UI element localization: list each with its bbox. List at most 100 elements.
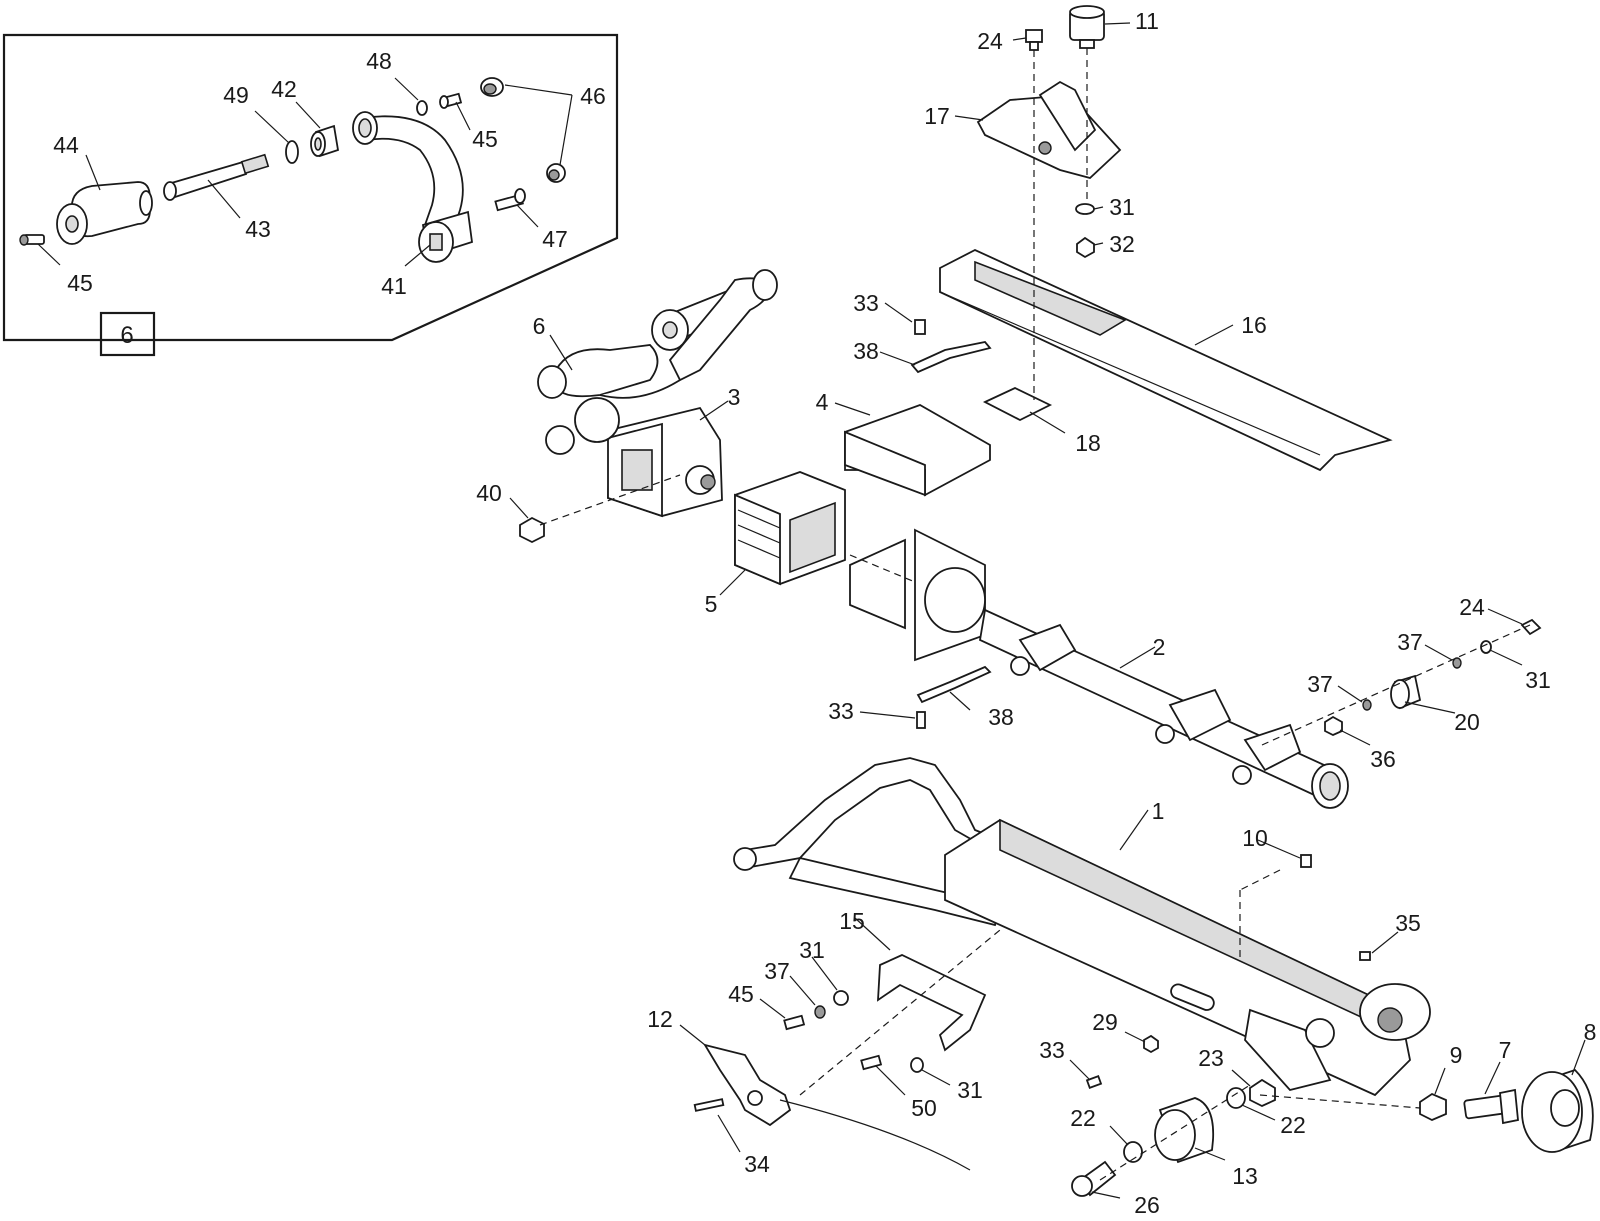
callout-31-right: 31 — [1525, 667, 1551, 693]
bracket-38-upper — [910, 341, 992, 374]
callout-2: 2 — [1153, 634, 1166, 660]
callout-45-lower: 45 — [728, 981, 754, 1007]
callout-32: 32 — [1109, 231, 1135, 257]
callout-22-right: 22 — [1280, 1112, 1306, 1138]
coupling-5 — [734, 471, 846, 586]
nut-32 — [1076, 236, 1095, 259]
callout-3: 3 — [728, 384, 741, 410]
roller-20 — [1390, 674, 1422, 710]
callout-33-mid: 33 — [828, 698, 854, 724]
bracket-15 — [876, 954, 987, 1052]
callout-4: 4 — [816, 389, 829, 415]
cover-4 — [844, 404, 991, 497]
callout-31-top: 31 — [1109, 194, 1135, 220]
callout-24-top: 24 — [977, 28, 1003, 54]
callout-49: 49 — [223, 82, 249, 108]
callout-47: 47 — [542, 226, 568, 252]
bushing-42 — [310, 124, 340, 158]
bolt-35 — [1359, 951, 1371, 961]
callout-37-mid: 37 — [1307, 671, 1333, 697]
nut-29 — [1143, 1034, 1159, 1054]
wheel-8 — [1521, 1068, 1594, 1153]
grip-44 — [56, 181, 153, 245]
washer-48 — [416, 100, 428, 116]
callout-36: 36 — [1370, 746, 1396, 772]
callout-35: 35 — [1395, 910, 1421, 936]
callout-22-left: 22 — [1070, 1105, 1096, 1131]
callout-45-upper: 45 — [472, 126, 498, 152]
bracket-38-lower — [916, 665, 992, 704]
shaft-43 — [163, 153, 270, 201]
spacer-37-mid — [1362, 699, 1372, 711]
frame-1 — [733, 757, 1431, 1097]
detail-frame: 6 — [2, 33, 619, 357]
callout-6: 6 — [533, 313, 546, 339]
plug-46-lower — [546, 163, 566, 183]
washer-31-top — [1075, 203, 1095, 215]
callout-41: 41 — [381, 273, 407, 299]
nut-36 — [1324, 715, 1343, 736]
callout-45-left: 45 — [67, 270, 93, 296]
bracket-10 — [1300, 854, 1312, 868]
bolt-24-right — [1520, 618, 1542, 636]
callout-23: 23 — [1198, 1045, 1224, 1071]
leader-lines — [37, 22, 1586, 1199]
ring-49 — [285, 140, 299, 164]
callout-33-top: 33 — [853, 290, 879, 316]
handle-parts-group — [19, 77, 566, 263]
callout-46: 46 — [580, 83, 606, 109]
callout-9: 9 — [1450, 1042, 1463, 1068]
callout-37-right: 37 — [1397, 629, 1423, 655]
nut-23 — [1249, 1078, 1276, 1107]
spacer-37-right — [1452, 657, 1462, 669]
rail-16 — [939, 248, 1393, 472]
plate-18 — [982, 387, 1053, 422]
roller-13 — [1154, 1097, 1215, 1164]
callout-40: 40 — [476, 480, 502, 506]
callout-29: 29 — [1092, 1009, 1118, 1035]
callout-38-top: 38 — [853, 338, 879, 364]
screw-34 — [693, 1098, 725, 1112]
washer-22-left — [1123, 1141, 1143, 1163]
callout-1: 1 — [1152, 798, 1165, 824]
callout-31-lower-left: 31 — [799, 937, 825, 963]
callout-11: 11 — [1135, 8, 1159, 34]
detail-box-number: 6 — [120, 322, 133, 349]
callout-8: 8 — [1584, 1019, 1597, 1045]
mount-plate — [849, 528, 986, 662]
callout-24-right: 24 — [1459, 594, 1485, 620]
callout-13: 13 — [1232, 1163, 1258, 1189]
assembly-lines — [539, 48, 1531, 1181]
latch-17 — [976, 80, 1122, 179]
screw-45-lower — [783, 1014, 806, 1031]
plug-46-upper — [480, 77, 504, 97]
nut-9 — [1419, 1092, 1447, 1121]
callout-18: 18 — [1075, 430, 1101, 456]
callout-38-lower: 38 — [988, 704, 1014, 730]
callout-43: 43 — [245, 216, 271, 242]
crank-arm-41 — [352, 111, 473, 263]
callout-34: 34 — [744, 1151, 770, 1177]
callout-31-lower-right: 31 — [957, 1077, 983, 1103]
washer-31-lower-left — [833, 990, 849, 1006]
callout-15: 15 — [839, 908, 865, 934]
crank-handles-6 — [537, 269, 778, 399]
bolt-40 — [519, 516, 545, 544]
screw-50 — [860, 1054, 883, 1071]
washer-31-lower-right — [910, 1057, 924, 1073]
callout-7: 7 — [1499, 1037, 1512, 1063]
callout-50: 50 — [911, 1095, 937, 1121]
callout-labels: 44 45 43 49 42 48 45 46 47 41 6 3 4 5 40… — [53, 8, 1596, 1218]
callout-10: 10 — [1242, 825, 1268, 851]
lever-12 — [703, 1043, 971, 1171]
spacer-37-lower — [814, 1005, 826, 1019]
screw-45-left — [19, 234, 45, 246]
gearbox-3 — [545, 397, 723, 518]
callout-33-lower: 33 — [1039, 1037, 1065, 1063]
callout-12: 12 — [647, 1006, 673, 1032]
pin-26 — [1071, 1160, 1117, 1197]
callout-17: 17 — [924, 103, 950, 129]
callout-5: 5 — [705, 591, 718, 617]
callout-48: 48 — [366, 48, 392, 74]
